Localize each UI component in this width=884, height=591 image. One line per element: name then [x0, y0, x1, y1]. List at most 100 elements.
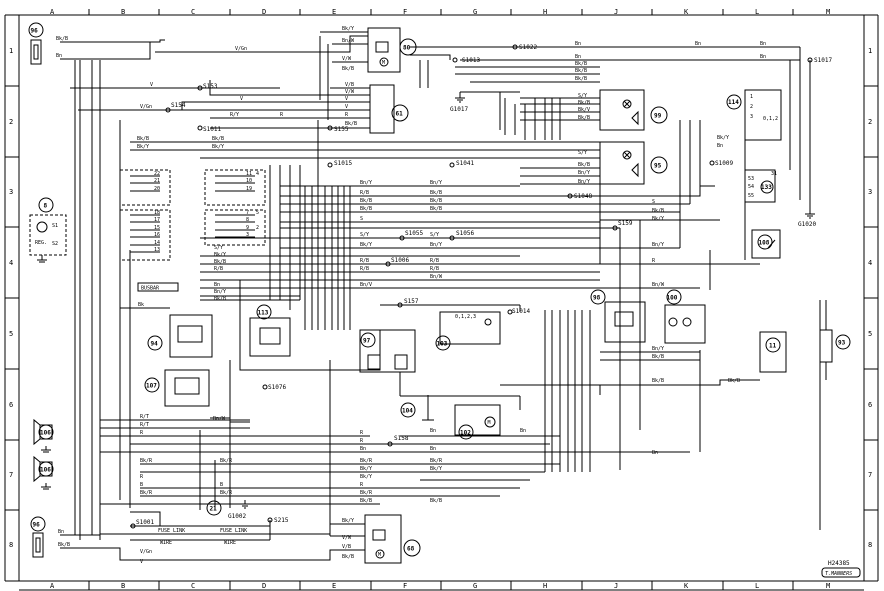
component-97: 97 [359, 329, 416, 373]
row-label: 4 [868, 259, 872, 267]
wire-label: R/B [360, 190, 369, 196]
wire-label: Bn [695, 41, 701, 47]
component-number: 113 [258, 310, 269, 317]
component-106-a: 106 [33, 418, 54, 453]
wire-label: Bk/Y [360, 242, 372, 248]
wire-label: R [360, 438, 364, 444]
component-103: 103 0,1,2,3 [435, 311, 501, 351]
component-number: 104 [402, 408, 413, 415]
fuse-number: 20 [154, 186, 160, 192]
wire-label: Bn/Y [360, 180, 372, 186]
wire-label: R [652, 258, 656, 264]
wire-label: Bk/Y [360, 474, 372, 480]
fuse-number: 14 [154, 240, 160, 246]
component-61: 61 [369, 84, 409, 134]
fuse-number: 9 [246, 225, 249, 231]
wire-label: R/T [140, 414, 149, 420]
wire-label: Bn [214, 282, 220, 288]
component-number: 114 [728, 99, 739, 106]
splice-s1013: S1013 [452, 57, 480, 64]
wire-label: Bk/R [140, 458, 153, 464]
wire-label: Bk/B [575, 61, 587, 67]
row-label: 3 [868, 188, 872, 196]
wire-label: Bk/B [578, 100, 590, 106]
splice-s1001: S1001 [130, 519, 154, 529]
switch-positions: 0,1,2 [763, 116, 778, 122]
fuse-number: 19 [246, 186, 252, 192]
component-108: 108 [751, 229, 781, 259]
wire-label: Bn/Y [214, 289, 226, 295]
component-number: 61 [396, 111, 404, 118]
splice-label: S1017 [814, 57, 832, 64]
col-label: A [50, 582, 55, 590]
wire-label: Bn [575, 41, 581, 47]
component-94: 94 [147, 314, 213, 358]
row-label: 7 [9, 471, 13, 479]
ground-label: G1020 [798, 221, 816, 228]
wire-label: Bk/B [212, 136, 224, 142]
fuse-number: 13 [154, 247, 160, 253]
wire-label: Bn [430, 428, 436, 434]
col-label: J [614, 8, 618, 16]
wire-label: Bn [652, 450, 658, 456]
wire-label: Bk/Y [212, 144, 224, 150]
splice-s1011: S1011 [197, 125, 221, 133]
splice-s1015: S1015 [327, 160, 352, 168]
col-label: D [262, 582, 266, 590]
wire-label: Bn/Y [578, 170, 590, 176]
splice-s154: S154 [165, 102, 186, 113]
wire-label: R/B [360, 258, 369, 264]
splice-label: S1056 [456, 230, 474, 237]
col-label: K [684, 8, 689, 16]
pin-label: 3 [750, 114, 753, 120]
wire-label: V/W [345, 89, 355, 95]
splice-label: S1048 [574, 193, 592, 200]
fuse-number: 17 [154, 217, 160, 223]
row-label: 1 [868, 47, 872, 55]
wire-label: Bk/B [360, 498, 372, 504]
splice-label: S1009 [715, 160, 733, 167]
component-number: 96 [33, 522, 41, 529]
col-label: B [121, 8, 125, 16]
wire-label: Bn [56, 53, 62, 59]
wire-label: B [220, 482, 223, 488]
col-label: H [543, 582, 547, 590]
wire-label: Bk/B [360, 198, 372, 204]
wire-label: S/Y [360, 232, 369, 238]
wire-label: Bn [430, 446, 436, 452]
wire-label: V/Gn [235, 46, 247, 52]
wire-label: Bk/B [58, 542, 70, 548]
fuse-number: 21 [154, 178, 160, 184]
splice-s158: S158 [387, 435, 409, 447]
component-number: 107 [146, 383, 157, 390]
row-label: 1 [9, 47, 13, 55]
wire-label: Bk/R [220, 458, 233, 464]
splice-label: S153 [203, 83, 218, 90]
svg-text:M: M [378, 552, 381, 558]
pin-label: 31 [771, 171, 777, 177]
component-95: 95 [599, 141, 668, 185]
pin-label: 54 [748, 184, 754, 190]
splice-s1009: S1009 [709, 160, 733, 167]
wire-label: Bk/B [652, 378, 664, 384]
fuse-number: 2 [256, 225, 259, 231]
wire-label: V [150, 82, 153, 88]
fuse-number: 7 [246, 210, 249, 216]
component-99: 99 [599, 89, 668, 131]
col-label: G [473, 8, 477, 16]
component-11: 11 [759, 331, 787, 373]
row-label: 3 [9, 188, 13, 196]
splice-s1022: S1022 [512, 44, 537, 51]
component-number: 96 [31, 28, 39, 35]
col-label: A [50, 8, 55, 16]
wire-label: V [345, 104, 348, 110]
row-label: 4 [9, 259, 13, 267]
wire-label: Bn/Y [430, 242, 442, 248]
wire-label: Bk/B [430, 198, 442, 204]
wire-label: Bn/W [213, 416, 226, 422]
wire-label: S [652, 199, 655, 205]
wire-label: Bk/Y [214, 252, 226, 258]
splice-label: S1041 [456, 160, 474, 167]
col-label: E [332, 8, 336, 16]
component-21: 21 FUSE LINK WIRE FUSE LINK WIRE [158, 500, 247, 546]
